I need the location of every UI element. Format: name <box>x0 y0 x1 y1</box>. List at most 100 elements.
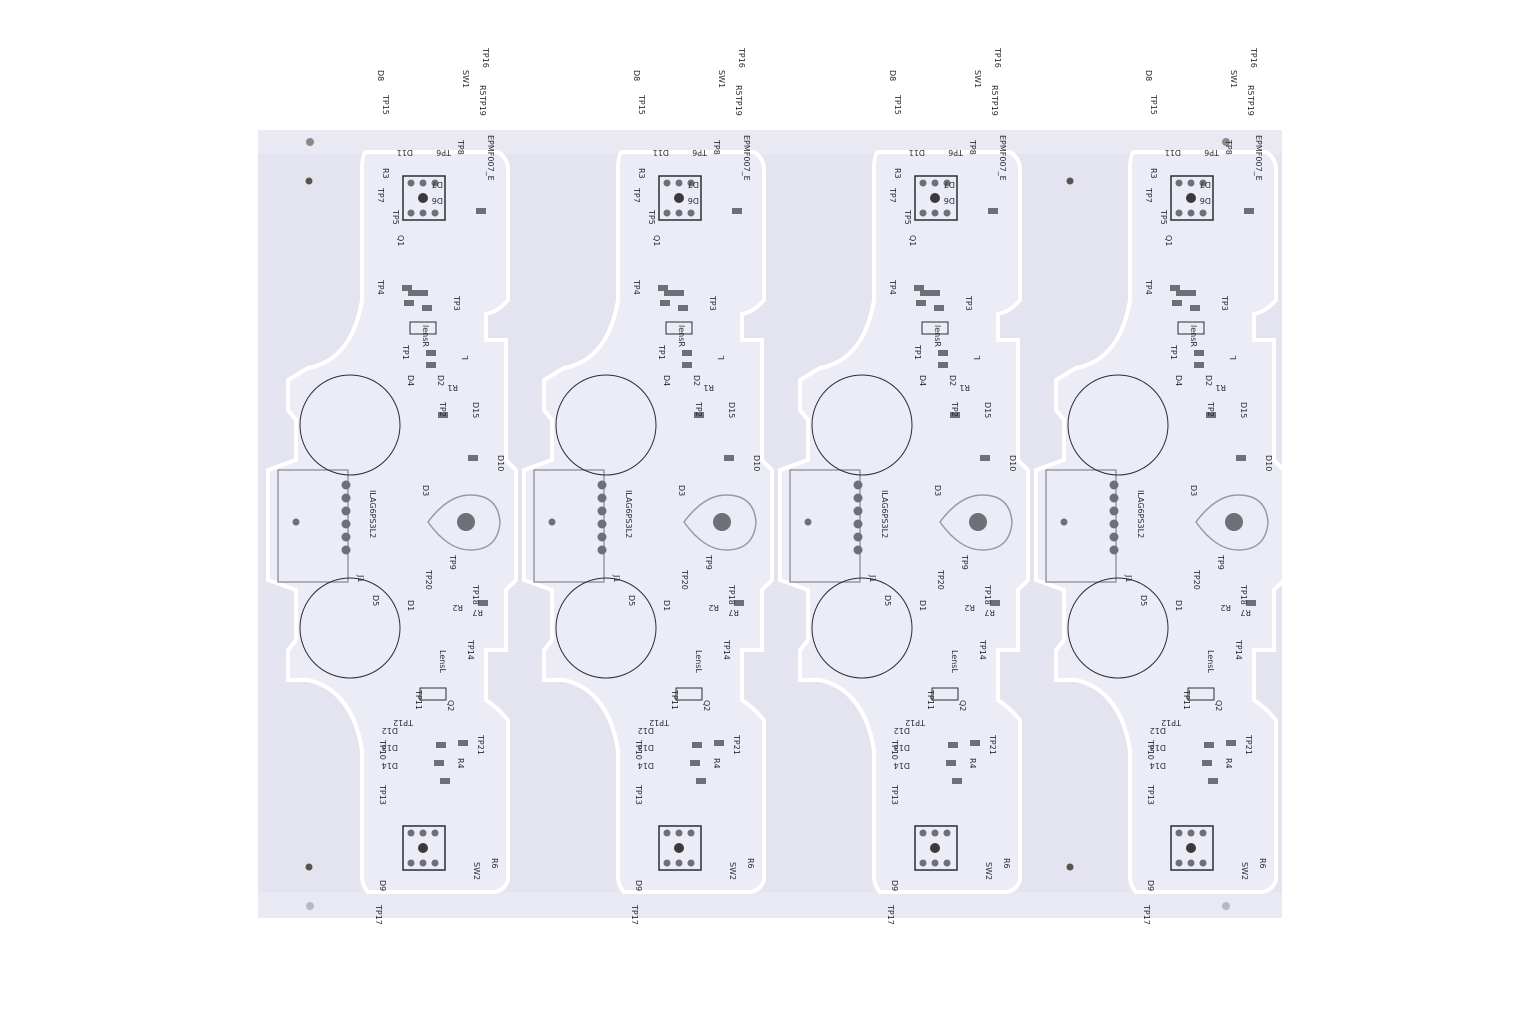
silkscreen-label: D10 <box>1264 455 1273 471</box>
silkscreen-label: J1 <box>868 574 877 582</box>
smd-part <box>658 285 668 291</box>
silkscreen-label: D15 <box>727 402 736 418</box>
silkscreen-label: TP19 <box>734 95 743 116</box>
silkscreen-label: R2 <box>1220 603 1231 612</box>
switch-pad <box>1187 179 1195 187</box>
transistor-q2 <box>675 687 703 701</box>
silkscreen-label: D3 <box>933 485 942 496</box>
silkscreen-label: D1 <box>662 600 671 611</box>
silkscreen-label: lensR <box>1189 325 1198 347</box>
smd-part <box>438 412 448 418</box>
smd-part <box>422 305 432 311</box>
smd-part <box>952 778 962 784</box>
silkscreen-label: TP3 <box>1220 295 1229 311</box>
switch-pad <box>919 859 927 867</box>
silkscreen-label: lensR <box>677 325 686 347</box>
silkscreen-label: EPMF007_E <box>998 135 1007 181</box>
silkscreen-label: TP19 <box>990 95 999 116</box>
silkscreen-label: LensL <box>950 650 959 673</box>
led-d10 <box>1225 513 1243 531</box>
silkscreen-label: D13 <box>638 743 654 752</box>
silkscreen-label: TP12 <box>649 718 670 727</box>
pcb-board-3: D8TP15SW1R5TP16TP19R3TP7TP5TP8TP6D11D7D6… <box>778 47 1030 925</box>
switch-actuator <box>418 193 428 203</box>
silkscreen-label: TP8 <box>456 139 465 155</box>
silkscreen-label: D15 <box>983 402 992 418</box>
smd-part <box>694 412 704 418</box>
silkscreen-label: D11 <box>909 148 925 157</box>
silkscreen-label: SW1 <box>1229 70 1238 88</box>
switch-pad <box>663 209 671 217</box>
silkscreen-label: D4 <box>406 375 415 386</box>
silkscreen-label: TP10 <box>378 739 387 760</box>
connector-pin <box>341 493 351 503</box>
silkscreen-label: D3 <box>677 485 686 496</box>
smd-part <box>934 305 944 311</box>
smd-part <box>1246 600 1256 606</box>
silkscreen-label: D4 <box>918 375 927 386</box>
silkscreen-label: TP18 <box>727 584 736 605</box>
switch-pad <box>1187 209 1195 217</box>
connector-pin <box>597 480 607 490</box>
silkscreen-label: D12 <box>638 726 654 735</box>
silkscreen-label: D5 <box>883 595 892 606</box>
silkscreen-label: TP13 <box>378 784 387 805</box>
switch-pad <box>1175 209 1183 217</box>
silkscreen-label: TP11 <box>670 689 679 710</box>
switch-pad <box>1199 859 1207 867</box>
silkscreen-label: R5 <box>478 85 487 96</box>
smd-part <box>674 290 684 296</box>
silkscreen-label: TP6 <box>1204 148 1220 157</box>
silkscreen-label: R7 <box>728 608 739 617</box>
silkscreen-label: Q2 <box>446 700 455 711</box>
silkscreen-label: TP20 <box>936 569 945 590</box>
silkscreen-label: TP2 <box>694 401 703 417</box>
led-d10 <box>969 513 987 531</box>
silkscreen-label: D2 <box>1204 375 1213 386</box>
silkscreen-label: D15 <box>1239 402 1248 418</box>
silkscreen-label: J1 <box>1124 574 1133 582</box>
smd-part <box>714 740 724 746</box>
smd-part <box>660 300 670 306</box>
switch-pad <box>431 859 439 867</box>
smd-part <box>1236 455 1246 461</box>
smd-part <box>1186 290 1196 296</box>
smd-part <box>478 600 488 606</box>
silkscreen-label: R2 <box>452 603 463 612</box>
silkscreen-label: TP15 <box>637 94 646 115</box>
switch-pad <box>675 209 683 217</box>
smd-part <box>988 208 998 214</box>
silkscreen-label: TP18 <box>1239 584 1248 605</box>
connector-pin <box>1109 506 1119 516</box>
smd-part <box>724 455 734 461</box>
switch-pad <box>1187 859 1195 867</box>
silkscreen-label: D9 <box>378 880 387 891</box>
mount-hole <box>1060 518 1068 526</box>
switch-pad <box>943 829 951 837</box>
connector-pin <box>597 532 607 542</box>
switch-sw2 <box>914 825 958 871</box>
switch-pad <box>419 829 427 837</box>
smd-part <box>404 300 414 306</box>
silkscreen-label: ILAG6PS3L2 <box>880 490 889 538</box>
connector-pin <box>853 480 863 490</box>
smd-part <box>1202 760 1212 766</box>
silkscreen-label: TP5 <box>391 209 400 225</box>
silkscreen-label: R2 <box>964 603 975 612</box>
silkscreen-label: TP8 <box>968 139 977 155</box>
smd-part <box>434 760 444 766</box>
connector-pin <box>341 545 351 555</box>
connector-pin <box>1109 545 1119 555</box>
switch-pad <box>407 829 415 837</box>
smd-part <box>426 350 436 356</box>
silkscreen-label: TP21 <box>732 734 741 755</box>
led-d10-outline <box>939 494 1013 551</box>
silkscreen-label: R5 <box>1246 85 1255 96</box>
silkscreen-label: R4 <box>456 758 465 769</box>
silkscreen-label: D7 <box>432 180 443 189</box>
silkscreen-label: TP2 <box>438 401 447 417</box>
silkscreen-label: D5 <box>627 595 636 606</box>
silkscreen-label: TP20 <box>1192 569 1201 590</box>
silkscreen-label: D13 <box>382 743 398 752</box>
silkscreen-label: R5 <box>734 85 743 96</box>
